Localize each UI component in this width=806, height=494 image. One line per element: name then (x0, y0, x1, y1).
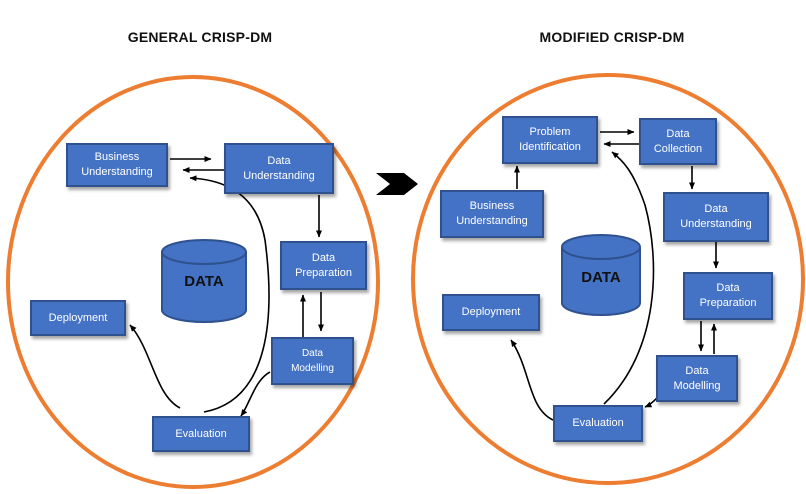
arrow-modelling-to-evaluation (240, 371, 271, 417)
modified-database-icon (561, 234, 641, 316)
general-title: GENERAL CRISP-DM (127, 29, 273, 45)
general-data-label: DATA (184, 273, 224, 290)
modified-business-understanding-box: Business Understanding (440, 190, 544, 238)
modified-deployment-box: Deployment (442, 294, 540, 331)
general-business-understanding-box: Business Understanding (66, 143, 168, 187)
general-data-preparation-box: Data Preparation (280, 241, 367, 290)
arrow-evaluation-to-problem (603, 151, 655, 405)
modified-arrows (510, 129, 719, 421)
modified-data-preparation-box: Data Preparation (683, 272, 773, 320)
modified-data-understanding-box: Data Understanding (663, 192, 769, 242)
modified-data-label: DATA (581, 269, 621, 286)
modified-problem-identification-box: Problem Identification (502, 116, 598, 164)
modified-title: MODIFIED CRISP-DM (539, 29, 685, 45)
general-circle (6, 75, 380, 489)
transition-chevron-icon (376, 173, 418, 195)
general-data-modelling-box: Data Modelling (271, 337, 354, 385)
general-deployment-box: Deployment (30, 300, 126, 336)
general-data-understanding-box: Data Understanding (224, 143, 334, 194)
modified-data-modelling-box: Data Modelling (656, 355, 738, 402)
modified-data-collection-box: Data Collection (639, 118, 717, 165)
modified-evaluation-box: Evaluation (553, 405, 643, 442)
modified-circle (411, 73, 805, 485)
arrow-evaluation-to-deployment (510, 339, 554, 421)
general-evaluation-box: Evaluation (152, 416, 250, 452)
general-database-icon (161, 239, 247, 323)
arrow-evaluation-to-deployment (129, 324, 181, 409)
